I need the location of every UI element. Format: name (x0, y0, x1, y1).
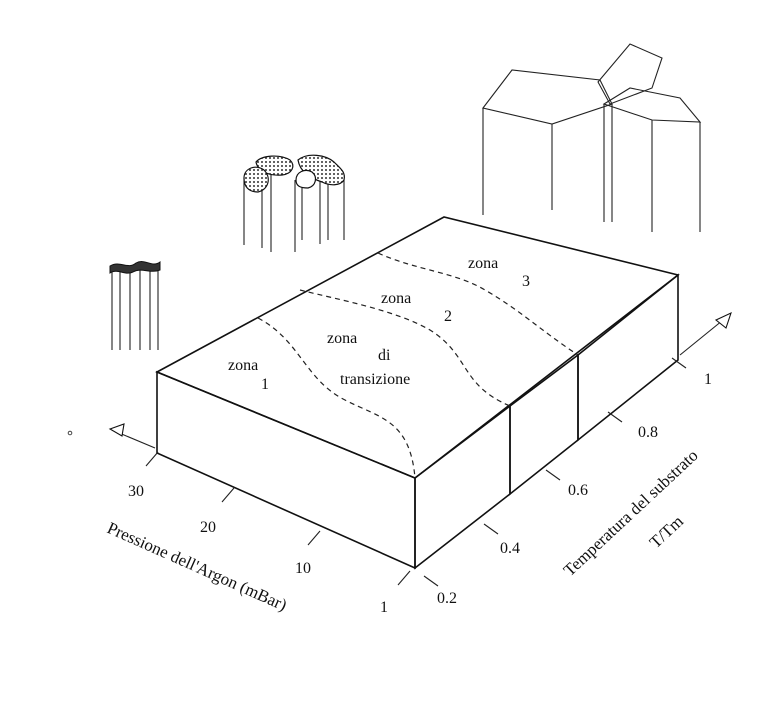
temperature-tick-0.4: 0.4 (500, 540, 520, 557)
slab-right-face-3 (577, 273, 679, 442)
zone3-label-line1: zona (468, 255, 498, 272)
zone3-label-line2: 3 (522, 273, 530, 290)
zone1-label-line1: zona (228, 357, 258, 374)
temperature-tick-0.6: 0.6 (568, 482, 588, 499)
pressure-tick-10: 10 (295, 560, 311, 577)
temperature-axis-unit: T/Tm (646, 512, 687, 552)
transition-label-line1: zona (327, 330, 357, 347)
temperature-axis-title: Temperatura del substrato (560, 446, 702, 580)
pressure-axis: 30 20 10 1 Pressione dell'Argon (mBar) (104, 423, 411, 616)
zone1-label-line2: 1 (261, 376, 269, 393)
transition-structure-illustration (243, 154, 345, 252)
temperature-tick-0.8: 0.8 (638, 424, 658, 441)
transition-label-line3: transizione (340, 371, 410, 388)
boundary-transition-zone2 (299, 289, 511, 407)
zone1-structure-illustration (109, 261, 161, 350)
stray-mark (67, 430, 73, 436)
slab-front-face (156, 370, 416, 570)
zone2-label-line1: zona (381, 290, 411, 307)
slab-block (155, 216, 680, 570)
pressure-tick-30: 30 (128, 483, 144, 500)
slab-top-face (155, 216, 680, 479)
zone3-structure-illustration (482, 43, 702, 232)
zone-labels: zona 1 zona di transizione zona 2 zona 3 (228, 255, 530, 393)
pressure-tick-1: 1 (380, 599, 388, 616)
slab-right-face-2 (509, 353, 579, 496)
temperature-tick-1: 1 (704, 371, 712, 388)
temperature-tick-0.2: 0.2 (437, 590, 457, 607)
pressure-tick-20: 20 (200, 519, 216, 536)
pressure-axis-title: Pressione dell'Argon (mBar) (104, 518, 289, 614)
slab-right-face-1 (414, 404, 511, 570)
transition-label-line2: di (378, 347, 391, 364)
boundary-zone2-zone3 (377, 252, 579, 356)
zone2-label-line2: 2 (444, 308, 452, 325)
boundary-zone1-transition (257, 317, 416, 479)
